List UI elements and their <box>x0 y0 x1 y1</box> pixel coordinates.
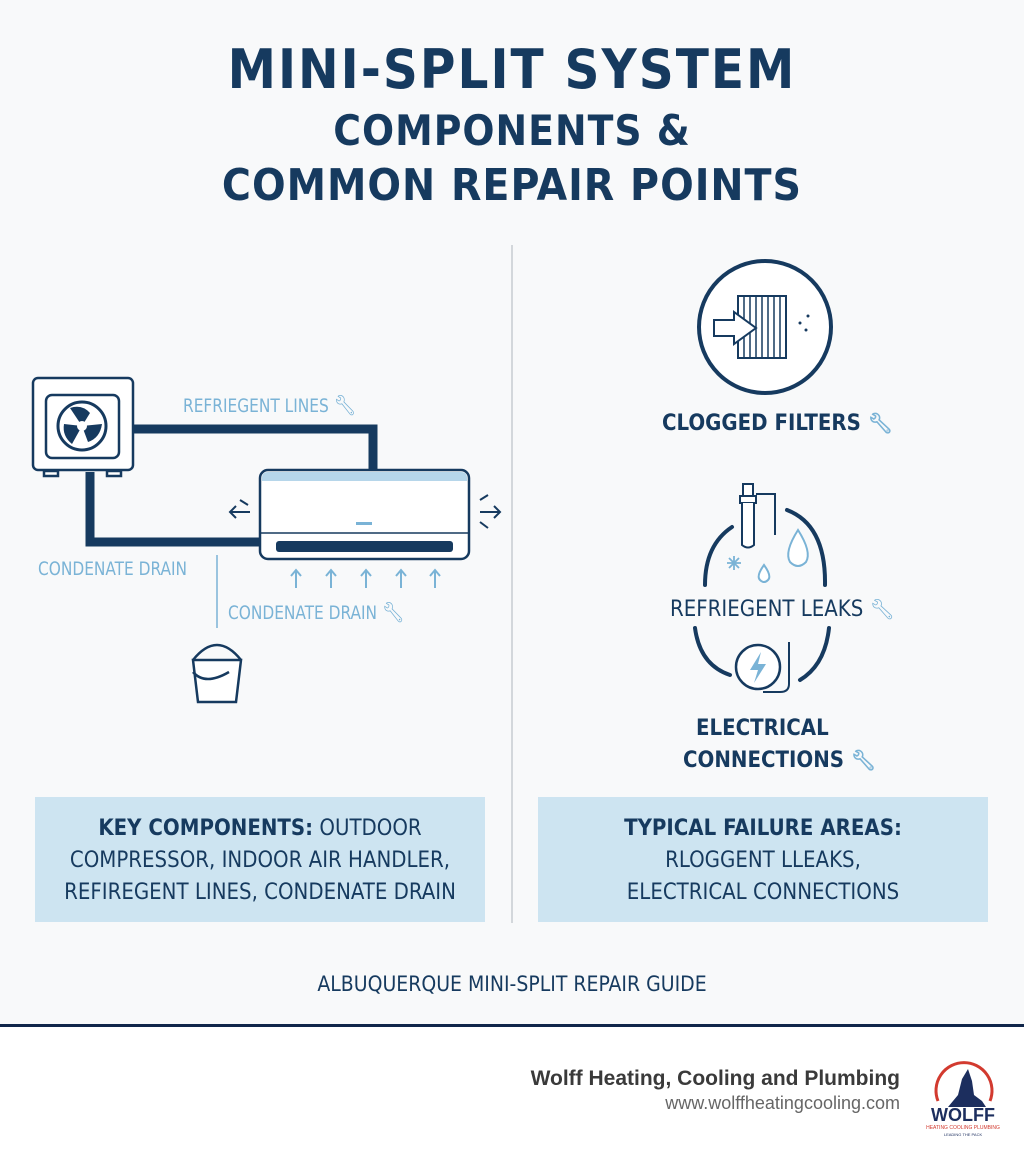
refrigerant-leaks-label: REFRIEGENT LEAKS 🔧︎ <box>670 597 895 622</box>
box-text: REFIREGENT LINES, CONDENATE DRAIN <box>64 880 456 905</box>
label-text: CONNECTIONS <box>683 748 845 773</box>
bucket-icon <box>191 643 243 704</box>
snowflake-icon <box>727 556 741 570</box>
water-drop-icon <box>757 563 771 583</box>
label-text: CONDENATE DRAIN <box>228 602 378 624</box>
label-text: CLOGGED FILTERS <box>662 411 861 436</box>
wrench-icon: 🔧︎ <box>869 597 896 621</box>
wrench-icon: 🔧︎ <box>867 411 894 435</box>
company-name: Wolff Heating, Cooling and Plumbing <box>530 1067 900 1090</box>
footer: Wolff Heating, Cooling and Plumbing www.… <box>0 1024 1024 1154</box>
filter-icon <box>697 259 833 395</box>
wolf-logo: WOLFF HEATING COOLING PLUMBING LEADING T… <box>918 1049 1008 1139</box>
divider <box>511 245 513 923</box>
clogged-filters-label: CLOGGED FILTERS 🔧︎ <box>662 411 893 436</box>
indoor-unit <box>258 468 471 561</box>
company-url[interactable]: www.wolffheatingcooling.com <box>665 1093 900 1113</box>
logo-text: WOLFF <box>931 1105 995 1125</box>
lightning-icon <box>734 642 790 693</box>
box-text: RLOGGENT LLEAKS, <box>665 848 861 873</box>
refrigerant-leak-cycle <box>693 508 831 682</box>
electrical-label-1: ELECTRICAL <box>696 716 829 741</box>
refrigerant-lines-label: REFRIEGENT LINES 🔧︎ <box>183 393 356 417</box>
intake-arrows <box>290 568 441 588</box>
wrench-icon: 🔧︎ <box>381 600 405 624</box>
wrench-icon: 🔧︎ <box>850 748 877 772</box>
electrical-label-2: CONNECTIONS 🔧︎ <box>683 748 876 773</box>
refrigerant-pipe <box>85 424 378 547</box>
faucet-drip-icon <box>739 483 776 549</box>
failure-areas-heading: TYPICAL FAILURE AREAS: <box>624 816 902 841</box>
guide-caption: ALBUQUERQUE MINI-SPLIT REPAIR GUIDE <box>317 972 707 996</box>
fan-icon <box>56 400 108 452</box>
key-components-heading: KEY COMPONENTS: <box>98 816 314 841</box>
condensate-drain-label-right: CONDENATE DRAIN 🔧︎ <box>228 600 405 624</box>
title-line-1: MINI-SPLIT SYSTEM <box>227 38 797 101</box>
water-drop-icon <box>787 528 809 567</box>
logo-tag: LEADING THE PACK <box>943 1132 983 1137</box>
label-text: REFRIEGENT LEAKS <box>670 597 864 622</box>
title-line-3: COMMON REPAIR POINTS <box>221 160 803 211</box>
condensate-drain-label-left: CONDENATE DRAIN <box>38 558 188 580</box>
label-text: REFRIEGENT LINES <box>183 395 329 417</box>
key-components-box: KEY COMPONENTS: OUTDOOR COMPRESSOR, INDO… <box>35 797 485 922</box>
box-text: ELECTRICAL CONNECTIONS <box>626 880 900 905</box>
title-line-2: COMPONENTS & <box>333 106 691 155</box>
wrench-icon: 🔧︎ <box>333 393 357 417</box>
failure-areas-box: TYPICAL FAILURE AREAS: RLOGGENT LLEAKS, … <box>538 797 988 922</box>
logo-sub: HEATING COOLING PLUMBING <box>926 1125 1000 1131</box>
airflow-arrows <box>228 494 502 529</box>
box-text: COMPRESSOR, INDOOR AIR HANDLER, <box>69 848 451 873</box>
box-text: OUTDOOR <box>313 816 422 841</box>
